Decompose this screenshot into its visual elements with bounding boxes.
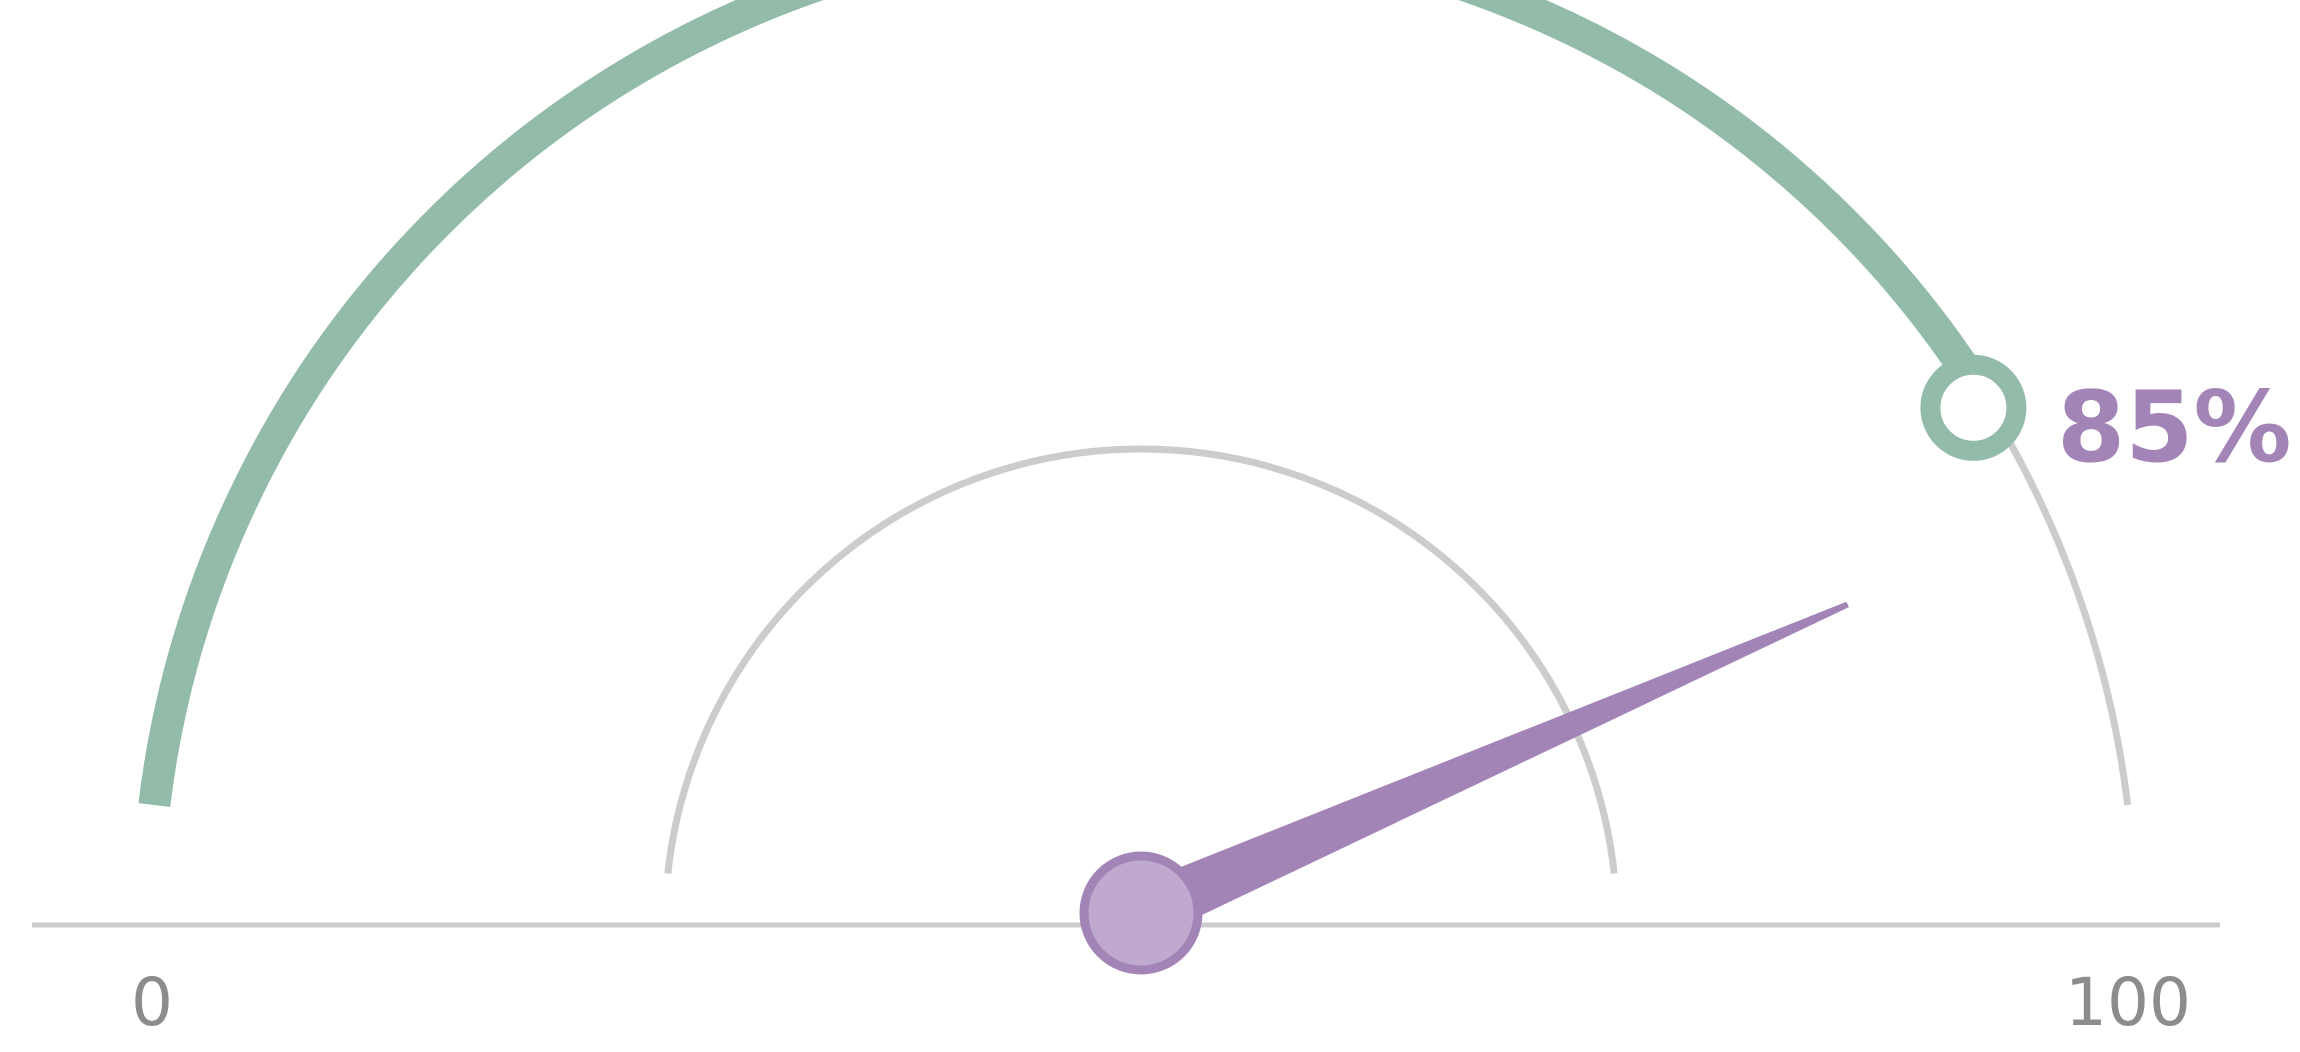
progress-end-marker xyxy=(1920,354,2027,461)
gauge-needle xyxy=(1129,601,1849,939)
max-label: 100 xyxy=(2065,964,2191,1041)
min-label: 0 xyxy=(131,964,173,1041)
value-label: 85% xyxy=(2057,371,2292,485)
gauge-track-arc xyxy=(1982,398,2132,806)
inner-reference-arc xyxy=(664,445,1618,874)
needle-hub xyxy=(1079,851,1203,975)
gauge-progress-arc xyxy=(138,0,1999,808)
